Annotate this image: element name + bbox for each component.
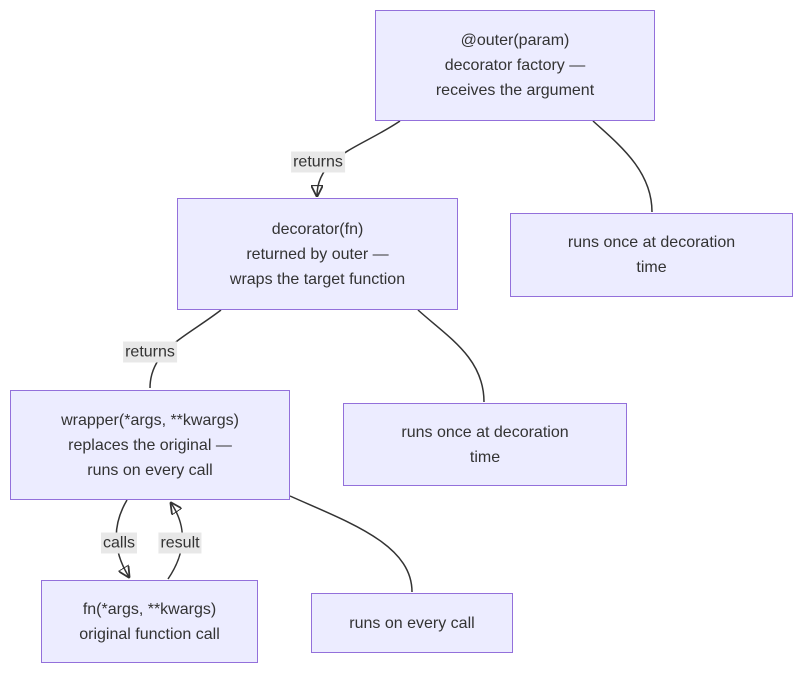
edge-label-result: result: [158, 532, 202, 554]
node-line: wraps the target function: [229, 270, 406, 288]
node-line: original function call: [79, 625, 220, 643]
node-line: @outer(param): [460, 32, 570, 49]
node-wrapper-args-kwargs: wrapper(*args, **kwargs) replaces the or…: [10, 390, 290, 500]
edge-wrapper-to-note-every-call: [289, 495, 413, 593]
node-line: wrapper(*args, **kwargs): [61, 411, 239, 429]
node-line: time: [636, 259, 667, 276]
edge-label-returns-decorator: returns: [123, 341, 177, 363]
node-line: returned by outer —: [246, 245, 389, 263]
node-line: time: [469, 448, 501, 466]
node-line: runs once at decoration: [401, 423, 569, 441]
note-runs-once-decoration-mid: runs once at decoration time: [343, 403, 627, 486]
node-line: runs on every call: [349, 614, 475, 632]
edge-outer-to-note-decoration-top: [592, 120, 653, 213]
node-outer-param: @outer(param) decorator factory — receiv…: [375, 10, 655, 121]
note-runs-once-decoration-top: runs once at decoration time: [510, 213, 793, 297]
note-runs-on-every-call: runs on every call: [311, 593, 513, 653]
node-line: runs once at decoration: [567, 234, 736, 251]
node-line: decorator factory —: [444, 57, 586, 74]
edge-label-returns-outer: returns: [291, 151, 345, 173]
node-line: runs on every call: [87, 461, 213, 479]
node-line: replaces the original —: [68, 436, 232, 454]
node-line: fn(*args, **kwargs): [82, 600, 217, 618]
node-line: decorator(fn): [271, 220, 364, 238]
edge-decorator-to-note-decoration-mid: [417, 309, 485, 403]
node-line: receives the argument: [435, 82, 595, 99]
edge-label-calls: calls: [100, 532, 138, 554]
node-decorator-fn: decorator(fn) returned by outer — wraps …: [177, 198, 458, 310]
node-fn-original-call: fn(*args, **kwargs) original function ca…: [41, 580, 258, 663]
